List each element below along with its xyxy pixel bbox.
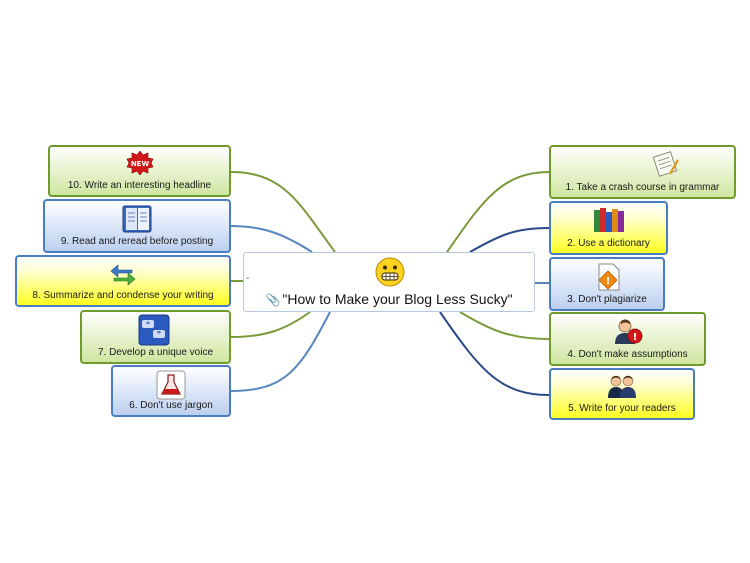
topic-3[interactable]: ! 3. Don't plagiarize (549, 257, 665, 311)
paperclip-icon[interactable]: 📎 (265, 293, 281, 307)
topic-9[interactable]: 9. Read and reread before posting (43, 199, 231, 253)
connector-topic-4 (459, 311, 550, 340)
topic-6-label: 6. Don't use jargon (129, 400, 213, 411)
topic-2[interactable]: 2. Use a dictionary (549, 201, 668, 255)
topic-10[interactable]: NEW 10. Write an interesting headline (48, 145, 231, 197)
topic-9-label: 9. Read and reread before posting (60, 236, 214, 247)
topic-2-label: 2. Use a dictionary (567, 238, 650, 249)
connector-topic-10 (230, 171, 336, 253)
topic-7[interactable]: ❝ ❞ 7. Develop a unique voice (80, 310, 231, 364)
topic-10-label: 10. Write an interesting headline (67, 180, 212, 191)
users-icon (606, 373, 638, 402)
user-alert-icon: ! (613, 317, 643, 348)
speech-bubbles-icon: ❝ ❞ (138, 314, 170, 349)
svg-text:!: ! (606, 276, 611, 287)
topic-3-label: 3. Don't plagiarize (567, 294, 647, 305)
topic-1[interactable]: 1. Take a crash course in grammar (549, 145, 736, 199)
topic-8-label: 8. Summarize and condense your writing (32, 290, 214, 301)
topic-4-label: 4. Don't make assumptions (567, 349, 688, 360)
connector-topic-2 (469, 227, 550, 253)
connector-topic-6 (230, 311, 331, 392)
connector-topic-5 (439, 311, 550, 396)
connector-topic-1 (446, 171, 550, 253)
topic-1-label: 1. Take a crash course in grammar (565, 182, 720, 193)
topic-5-label: 5. Write for your readers (568, 403, 676, 414)
flask-icon (156, 370, 186, 403)
svg-text:❞: ❞ (156, 330, 160, 339)
grinning-face-icon (375, 257, 405, 292)
connector-topic-9 (230, 225, 313, 253)
central-topic-title: "How to Make your Blog Less Sucky" (282, 291, 513, 307)
topic-6[interactable]: 6. Don't use jargon (111, 365, 231, 417)
book-icon (120, 204, 154, 237)
warning-document-icon: ! (593, 262, 621, 295)
central-topic-title-row: 📎"How to Make your Blog Less Sucky" (244, 291, 534, 307)
notepad-icon (650, 150, 680, 181)
books-icon (592, 206, 626, 237)
topic-4[interactable]: ! 4. Don't make assumptions (549, 312, 706, 366)
connector-topic-7 (230, 311, 311, 338)
topic-5[interactable]: 5. Write for your readers (549, 368, 695, 420)
collapse-marker[interactable]: - (246, 273, 250, 284)
topic-7-label: 7. Develop a unique voice (97, 347, 214, 358)
new-badge-icon: NEW (125, 150, 155, 178)
svg-text:❝: ❝ (145, 320, 149, 329)
central-topic[interactable]: - 📎"How to Make your Blog Less Sucky" (243, 252, 535, 312)
refresh-arrows-icon (110, 260, 136, 291)
svg-text:NEW: NEW (130, 160, 149, 168)
svg-text:!: ! (632, 332, 637, 343)
topic-8[interactable]: 8. Summarize and condense your writing (15, 255, 231, 307)
